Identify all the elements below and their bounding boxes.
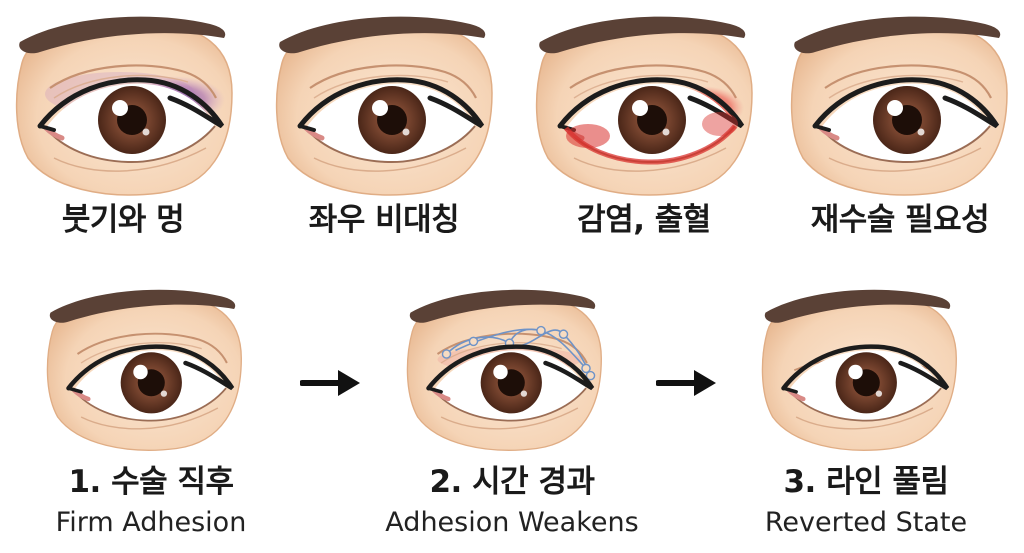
stage-label-ko-2: 2. 시간 경과 [429, 464, 595, 500]
complication-label-reoperation: 재수술 필요성 [810, 202, 990, 238]
right-arrow-icon [300, 370, 360, 396]
stage-label-ko-3: 3. 라인 풀림 [783, 464, 949, 500]
stage-label-en-2: Adhesion Weakens [385, 507, 639, 538]
complication-label-asymmetry: 좌우 비대칭 [308, 202, 460, 238]
complication-label-swelling: 붓기와 멍 [61, 202, 185, 238]
eye-illustration-infection [535, 15, 753, 196]
eye-illustration-reoperation [790, 15, 1008, 196]
stage-label-ko-1: 1. 수술 직후 [68, 464, 234, 500]
eye-illustration-firm-adhesion [46, 289, 242, 451]
stage-label-en-3: Reverted State [764, 507, 968, 538]
complication-label-infection: 감염, 출혈 [577, 202, 711, 238]
right-arrow-icon [656, 370, 716, 396]
eye-illustration-adhesion-weakens [406, 289, 602, 451]
stage-label-en-1: Firm Adhesion [55, 507, 247, 538]
eye-illustration-asymmetry [275, 15, 493, 196]
eye-illustration-reverted [761, 289, 957, 451]
eye-illustration-bruise [15, 15, 233, 196]
